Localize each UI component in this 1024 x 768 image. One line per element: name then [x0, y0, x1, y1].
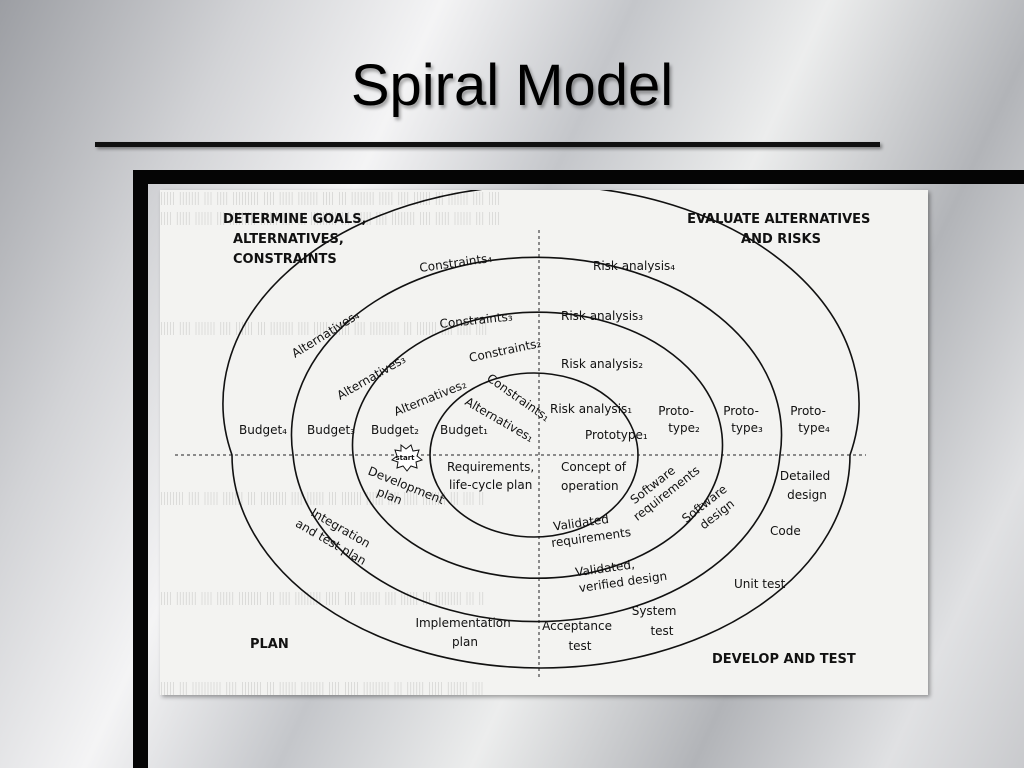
page-bleed-texture: ||||| |||| ||||||| |||| |||||| ||| |||||… [160, 320, 488, 336]
page-bleed-texture: ||||| ||| |||||||||| |||| ||||||| ||| ||… [160, 680, 484, 695]
implementation-plan-label: Implementation plan [415, 616, 514, 649]
prototype-3-label: Proto- type₃ [723, 404, 763, 435]
alternatives-2-label: Alternatives₂ [392, 377, 469, 419]
spiral-turn-2 [351, 311, 724, 579]
detailed-design-label: Detailed design [780, 469, 834, 502]
concept-of-operation-label: Concept of operation [561, 460, 630, 493]
budget-4-label: Budget₄ [239, 423, 287, 437]
quadrant-goals-label: DETERMINE GOALS, ALTERNATIVES, CONSTRAIN… [223, 212, 371, 267]
page-bleed-texture: |||| ||||||| |||| |||||| |||||||| ||| ||… [160, 590, 485, 606]
budget-3-label: Budget₃ [307, 423, 355, 437]
quadrant-plan-label: PLAN [250, 637, 289, 652]
prototype-2-label: Proto- type₂ [658, 404, 700, 435]
constraints-4-label: Constraints₄ [418, 251, 493, 275]
start-label: start [395, 454, 415, 462]
frame-vertical-bar [133, 170, 148, 768]
title-rule [95, 142, 880, 147]
page-bleed-texture: ||||| ||||||| ||| |||| ||||||||| |||| ||… [160, 190, 501, 206]
prototype-4-label: Proto- type₄ [790, 404, 830, 435]
acceptance-test-label: Acceptance test [542, 619, 616, 653]
constraints-2-label: Constraints₂ [468, 336, 543, 365]
system-test-label: System test [632, 604, 681, 638]
alternatives-4-label: Alternatives₄ [289, 308, 362, 361]
prototype-1-label: Prototype₁ [585, 428, 648, 442]
alternatives-3-label: Alternatives₃ [335, 352, 409, 403]
start-burst: start [390, 443, 424, 472]
risk-analysis-1-label: Risk analysis₁ [550, 402, 632, 416]
page-bleed-texture: |||||||| |||| ||||| ||||||| ||| ||||||||… [160, 490, 485, 506]
quadrant-evaluate-label: EVALUATE ALTERNATIVES AND RISKS [687, 212, 875, 247]
quadrant-develop-label: DEVELOP AND TEST [712, 652, 856, 667]
validated-requirements-label: Validated requirements [548, 509, 632, 550]
requirements-plan-label: Requirements, life-cycle plan [447, 460, 538, 492]
spiral-diagram: start DETERMINE GOALS, ALTERNATIVES, CON… [175, 190, 875, 680]
spiral-turn-4 [222, 190, 860, 669]
validated-design-label: Validated, verified design [574, 553, 668, 595]
slide-title: Spiral Model [350, 53, 674, 118]
constraints-3-label: Constraints₃ [439, 309, 514, 331]
integration-plan-label: Integration and test plan [293, 501, 377, 567]
risk-analysis-4-label: Risk analysis₄ [593, 259, 675, 273]
spiral-diagram-image: ||||| ||||||| ||| |||| ||||||||| |||| ||… [160, 190, 928, 695]
page-bleed-texture: |||| ||||| |||||| ||| ||||||||| |||||| |… [160, 210, 501, 226]
software-design-label: Software design [679, 480, 742, 539]
risk-analysis-3-label: Risk analysis₃ [561, 309, 643, 323]
budget-2-label: Budget₂ [371, 423, 419, 437]
development-plan-label: Development plan [360, 464, 450, 524]
code-label: Code [770, 524, 801, 538]
spiral-turn-1 [429, 372, 639, 538]
unit-test-label: Unit test [734, 577, 786, 591]
spiral-turn-3 [290, 256, 783, 623]
frame-horizontal-bar [133, 170, 1024, 184]
risk-analysis-2-label: Risk analysis₂ [561, 357, 643, 371]
budget-1-label: Budget₁ [440, 423, 488, 437]
